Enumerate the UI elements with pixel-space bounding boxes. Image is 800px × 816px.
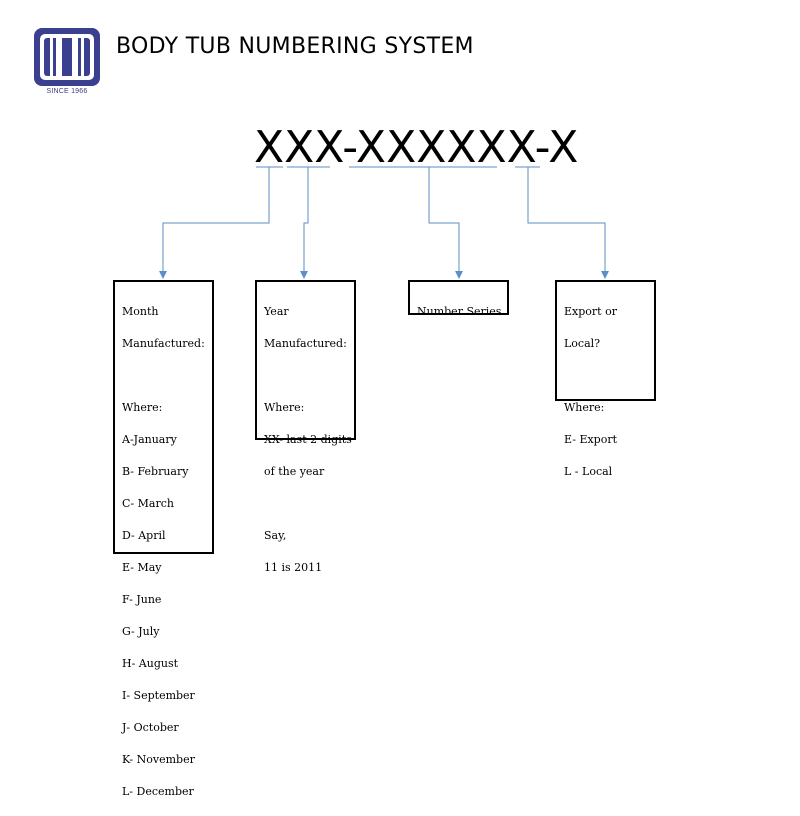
company-logo [34,28,100,86]
number-heading: Number Series [417,305,502,318]
logo-since-text: SINCE 1966 [46,88,88,95]
year-say: Say, [264,529,287,542]
connector-month [162,167,270,276]
year-item: of the year [264,465,325,478]
year-where: Where: [264,401,305,414]
export-heading-1: Export or [564,305,617,318]
export-item: L - Local [564,465,613,478]
month-item: D- April [122,529,166,542]
year-box: Year Manufactured: Where: XX- last 2 dig… [255,280,356,574]
connector-lines [159,166,609,279]
month-item: C- March [122,497,174,510]
connector-number [428,167,460,276]
connector-year [303,167,309,276]
year-item: XX- last 2 digits [264,433,352,446]
month-item: G- July [122,625,160,638]
year-heading-2: Manufactured: [264,337,347,350]
month-item: H- August [122,657,179,670]
number-series-box: Number Series [408,280,509,318]
page-title: BODY TUB NUMBERING SYSTEM [116,34,474,59]
month-item: A-January [122,433,177,446]
tub-number-format: XXX-XXXXXX-X [254,122,579,173]
month-item: E- May [122,561,162,574]
export-where: Where: [564,401,605,414]
export-item: E- Export [564,433,618,446]
arrow-number-icon [455,271,463,279]
arrow-export-icon [601,271,609,279]
month-item: L- December [122,785,194,798]
month-where: Where: [122,401,163,414]
month-heading-2: Manufactured: [122,337,205,350]
year-heading-1: Year [264,305,289,318]
export-heading-2: Local? [564,337,601,350]
month-heading-1: Month [122,305,159,318]
month-item: F- June [122,593,162,606]
arrow-year-icon [300,271,308,279]
month-item: I- September [122,689,195,702]
export-local-box: Export or Local? Where: E- Export L - Lo… [555,280,656,478]
connector-export [527,167,606,276]
month-item: J- October [122,721,179,734]
arrow-month-icon [159,271,167,279]
month-box: Month Manufactured: Where: A-January B- … [113,280,214,798]
month-item: B- February [122,465,189,478]
month-item: K- November [122,753,195,766]
year-example: 11 is 2011 [264,561,323,574]
